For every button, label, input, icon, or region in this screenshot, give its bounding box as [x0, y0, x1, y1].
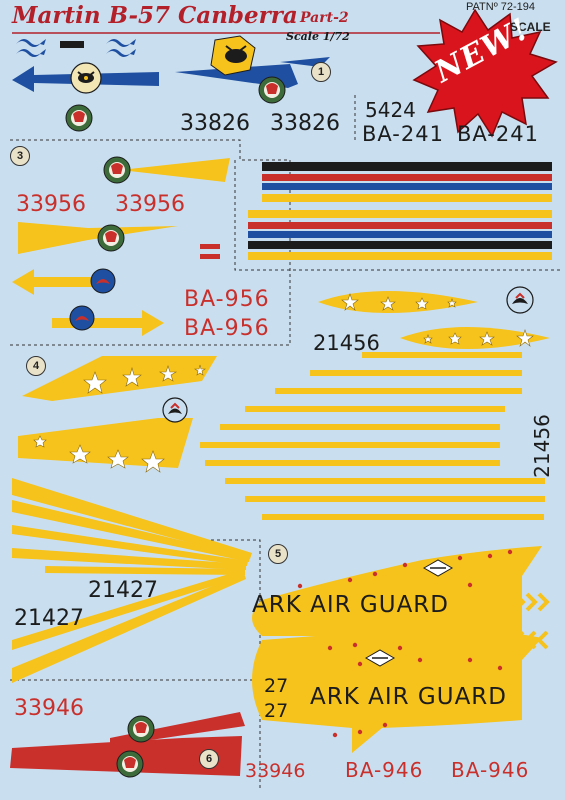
ark-emblem-upper	[422, 559, 454, 577]
indian-head-insignia-icon	[116, 750, 144, 778]
chevron-icon	[512, 592, 550, 650]
serial-5424: 5424	[365, 98, 416, 122]
brand-label: SCALE	[510, 20, 551, 34]
section-number-3: 3	[10, 146, 30, 166]
serial-33826: 33826	[180, 111, 250, 136]
bird-squadron-insignia-icon	[506, 286, 534, 314]
serial-ba-946: BA-946	[451, 758, 530, 782]
indian-head-insignia-icon	[258, 76, 286, 104]
serial-21456: 21456	[313, 331, 380, 355]
catalog-number: PATNº 72-194	[466, 1, 536, 13]
yellow-fin-4a	[22, 356, 217, 401]
section-number-4: 4	[26, 356, 46, 376]
ark-air-guard-label: ARK AIR GUARD	[252, 592, 449, 618]
indian-head-insignia-icon	[127, 715, 155, 743]
serial-ba-956: BA-956	[184, 287, 270, 312]
sheet-part: Part-2	[300, 10, 349, 26]
serial-21427: 21427	[88, 578, 158, 603]
red-bar-2	[200, 254, 220, 259]
yellow-arrow-right	[52, 310, 164, 336]
yellow-fin-4b	[18, 418, 193, 468]
yellow-streak-fan	[12, 478, 252, 683]
sheet-title: Martin B-57 Canberra	[12, 2, 298, 29]
white-star-icon	[33, 293, 534, 473]
section-number-6: 6	[199, 749, 219, 769]
serial-21427: 21427	[14, 606, 84, 631]
yellow-tip-tank-upper	[252, 546, 542, 636]
hornet-squadron-insignia-icon	[210, 35, 256, 76]
serial-ba-241: BA-241	[362, 122, 444, 146]
bird-squadron-insignia-icon	[90, 268, 116, 294]
serial-ba-946: BA-946	[345, 758, 424, 782]
section-6-artwork	[10, 712, 245, 778]
section-5-artwork	[252, 546, 550, 753]
serial-ba-956: BA-956	[184, 316, 270, 341]
black-bar	[60, 41, 84, 48]
indian-head-insignia-icon	[103, 156, 131, 184]
wingtip-tank-lower	[400, 327, 550, 349]
serial-ba-241: BA-241	[457, 122, 539, 146]
ark-air-guard-label: ARK AIR GUARD	[310, 684, 507, 710]
ark-emblem-lower	[364, 649, 396, 667]
yellow-arrow-left	[12, 269, 94, 295]
serial-33946: 33946	[14, 696, 84, 721]
blue-wave-3	[106, 39, 136, 47]
tail-stripes	[248, 162, 552, 260]
serial-33826: 33826	[270, 111, 340, 136]
section-4-artwork	[12, 352, 545, 683]
section-dividers	[10, 95, 560, 790]
yellow-fin-top	[120, 158, 230, 182]
serial-27: 27	[264, 675, 289, 697]
indian-head-insignia-icon	[65, 104, 93, 132]
serial-33956: 33956	[115, 192, 185, 217]
section-number-1: 1	[311, 62, 331, 82]
new-badge-starburst	[412, 8, 558, 138]
serial-33946: 33946	[245, 760, 306, 782]
blue-wave-1	[16, 39, 46, 47]
sheet-scale: Scale 1/72	[286, 30, 350, 43]
red-bar-1	[200, 244, 220, 249]
bird-squadron-insignia-icon	[69, 305, 95, 331]
serial-33956: 33956	[16, 192, 86, 217]
red-star-icon	[297, 549, 513, 738]
section-1-artwork	[12, 35, 330, 132]
indian-head-insignia-icon	[97, 224, 125, 252]
blue-wave-2	[16, 49, 46, 57]
hornet-squadron-insignia-icon	[70, 62, 102, 94]
bird-squadron-insignia-icon	[162, 397, 188, 423]
serial-27: 27	[264, 700, 289, 722]
wingtip-tank-upper	[318, 291, 478, 313]
section-3-artwork	[12, 156, 230, 336]
serial-21456-vertical: 21456	[529, 414, 554, 478]
yellow-stripes	[200, 352, 545, 520]
blue-wave-4	[106, 49, 136, 57]
section-number-5: 5	[268, 544, 288, 564]
